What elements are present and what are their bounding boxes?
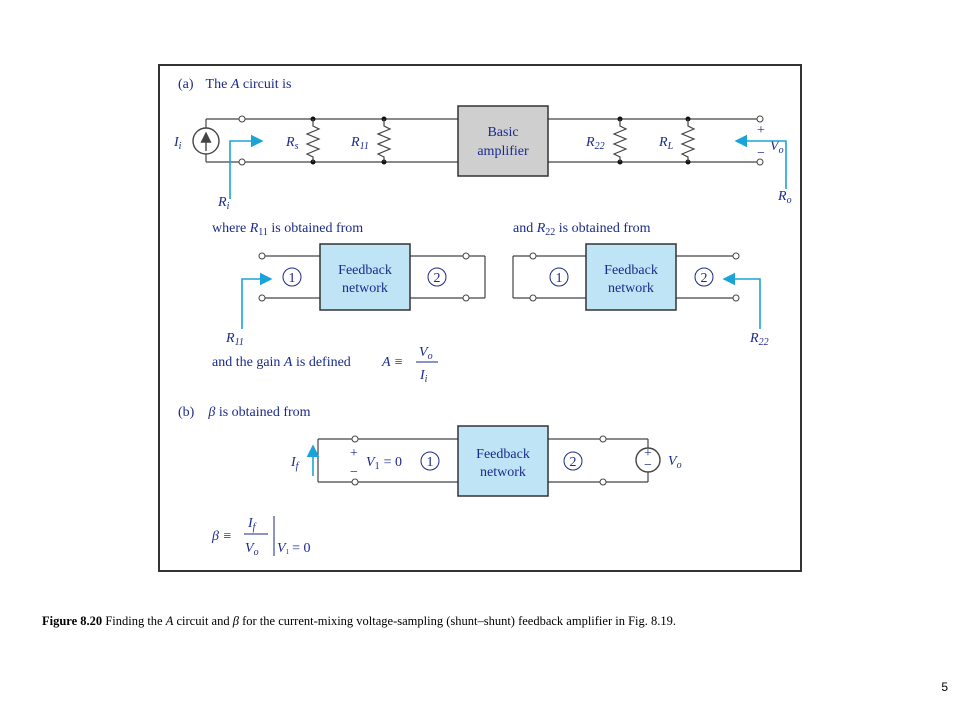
- amp-label-1: Basic: [487, 125, 518, 140]
- panel-a-heading: (a)The A circuit is: [178, 77, 291, 92]
- svg-text:1: 1: [289, 271, 296, 286]
- rs-resistor-icon: [305, 116, 321, 165]
- svg-text:+: +: [644, 446, 652, 461]
- r11-arrow-label: R11: [225, 331, 244, 348]
- gain-num: Vo: [419, 345, 433, 362]
- amp-label-2: amplifier: [477, 144, 529, 159]
- svg-text:Feedback: Feedback: [604, 263, 658, 278]
- page-number: 5: [941, 680, 948, 694]
- vo-minus: −: [757, 146, 765, 161]
- gain-eq: A ≡: [381, 355, 403, 370]
- port-1-icon: [282, 267, 302, 287]
- ri-label: Ri: [217, 195, 230, 212]
- r22-arrow-label: R22: [749, 331, 769, 348]
- a-circuit-wires: [205, 118, 760, 163]
- panel-b-heading: (b)β is obtained from: [178, 405, 311, 420]
- svg-text:2: 2: [570, 455, 577, 470]
- vo-source-label: Vo: [668, 454, 682, 471]
- svg-text:−: −: [644, 458, 652, 473]
- r11-network: Feedback network 1 2: [258, 243, 486, 311]
- beta-network: Feedback network 1 2: [317, 425, 649, 497]
- voltage-source-icon: + −: [635, 446, 661, 473]
- figure-caption: Figure 8.20 Finding the A circuit and β …: [42, 614, 677, 628]
- rl-resistor-icon: [680, 116, 696, 165]
- r11-arrow: [241, 272, 273, 329]
- svg-text:1: 1: [427, 455, 434, 470]
- beta-eq: β ≡: [211, 529, 232, 544]
- svg-text:1: 1: [556, 271, 563, 286]
- feedback-network-block: [585, 243, 677, 311]
- port-2-icon: [563, 451, 583, 471]
- beta-cond: V1= 0: [277, 541, 310, 556]
- beta-num: If: [247, 516, 257, 533]
- svg-text:Feedback: Feedback: [476, 447, 530, 462]
- v1-minus: −: [350, 465, 358, 480]
- feedback-network-block: [457, 425, 549, 497]
- vo-label: Vo: [770, 139, 784, 156]
- gain-text: and the gain A is defined: [212, 355, 351, 370]
- svg-text:network: network: [480, 465, 526, 480]
- svg-text:2: 2: [434, 271, 441, 286]
- svg-text:network: network: [608, 281, 654, 296]
- v1-plus: +: [350, 446, 358, 461]
- ri-arrow: [229, 134, 264, 199]
- port-1-icon: [420, 451, 440, 471]
- rl-label: RL: [658, 135, 674, 152]
- r11-resistor-icon: [376, 116, 392, 165]
- a-terminals: [238, 115, 764, 166]
- r22-network: Feedback network 1 2: [512, 243, 740, 311]
- rs-label: Rs: [285, 135, 299, 152]
- caption-figure-label: Figure 8.20: [42, 614, 103, 628]
- where-r11-text: where R11 is obtained from: [212, 221, 363, 238]
- source-label: Ii: [173, 135, 182, 152]
- r22-resistor-icon: [612, 116, 628, 165]
- beta-den: Vo: [245, 541, 259, 558]
- r22-label: R22: [585, 135, 605, 152]
- circuit-figure: (a)The A circuit is Ii Ri Rs R11 Basic a…: [158, 64, 802, 572]
- vo-plus: +: [757, 123, 765, 138]
- r11-label: R11: [350, 135, 369, 152]
- v1-label: V1= 0: [366, 455, 402, 472]
- ro-arrow: [734, 134, 787, 189]
- port-2-icon: [427, 267, 447, 287]
- if-label: If: [290, 455, 300, 472]
- and-r22-text: and R22 is obtained from: [513, 221, 651, 238]
- port-2-icon: [694, 267, 714, 287]
- port-1-icon: [549, 267, 569, 287]
- gain-den: Ii: [419, 368, 428, 385]
- r22-arrow: [722, 272, 761, 329]
- basic-amplifier-block: [457, 105, 549, 177]
- svg-text:network: network: [342, 281, 388, 296]
- svg-text:2: 2: [701, 271, 708, 286]
- ro-label: Ro: [777, 189, 792, 206]
- svg-text:Feedback: Feedback: [338, 263, 392, 278]
- feedback-network-block: [319, 243, 411, 311]
- current-source-icon: [192, 127, 220, 155]
